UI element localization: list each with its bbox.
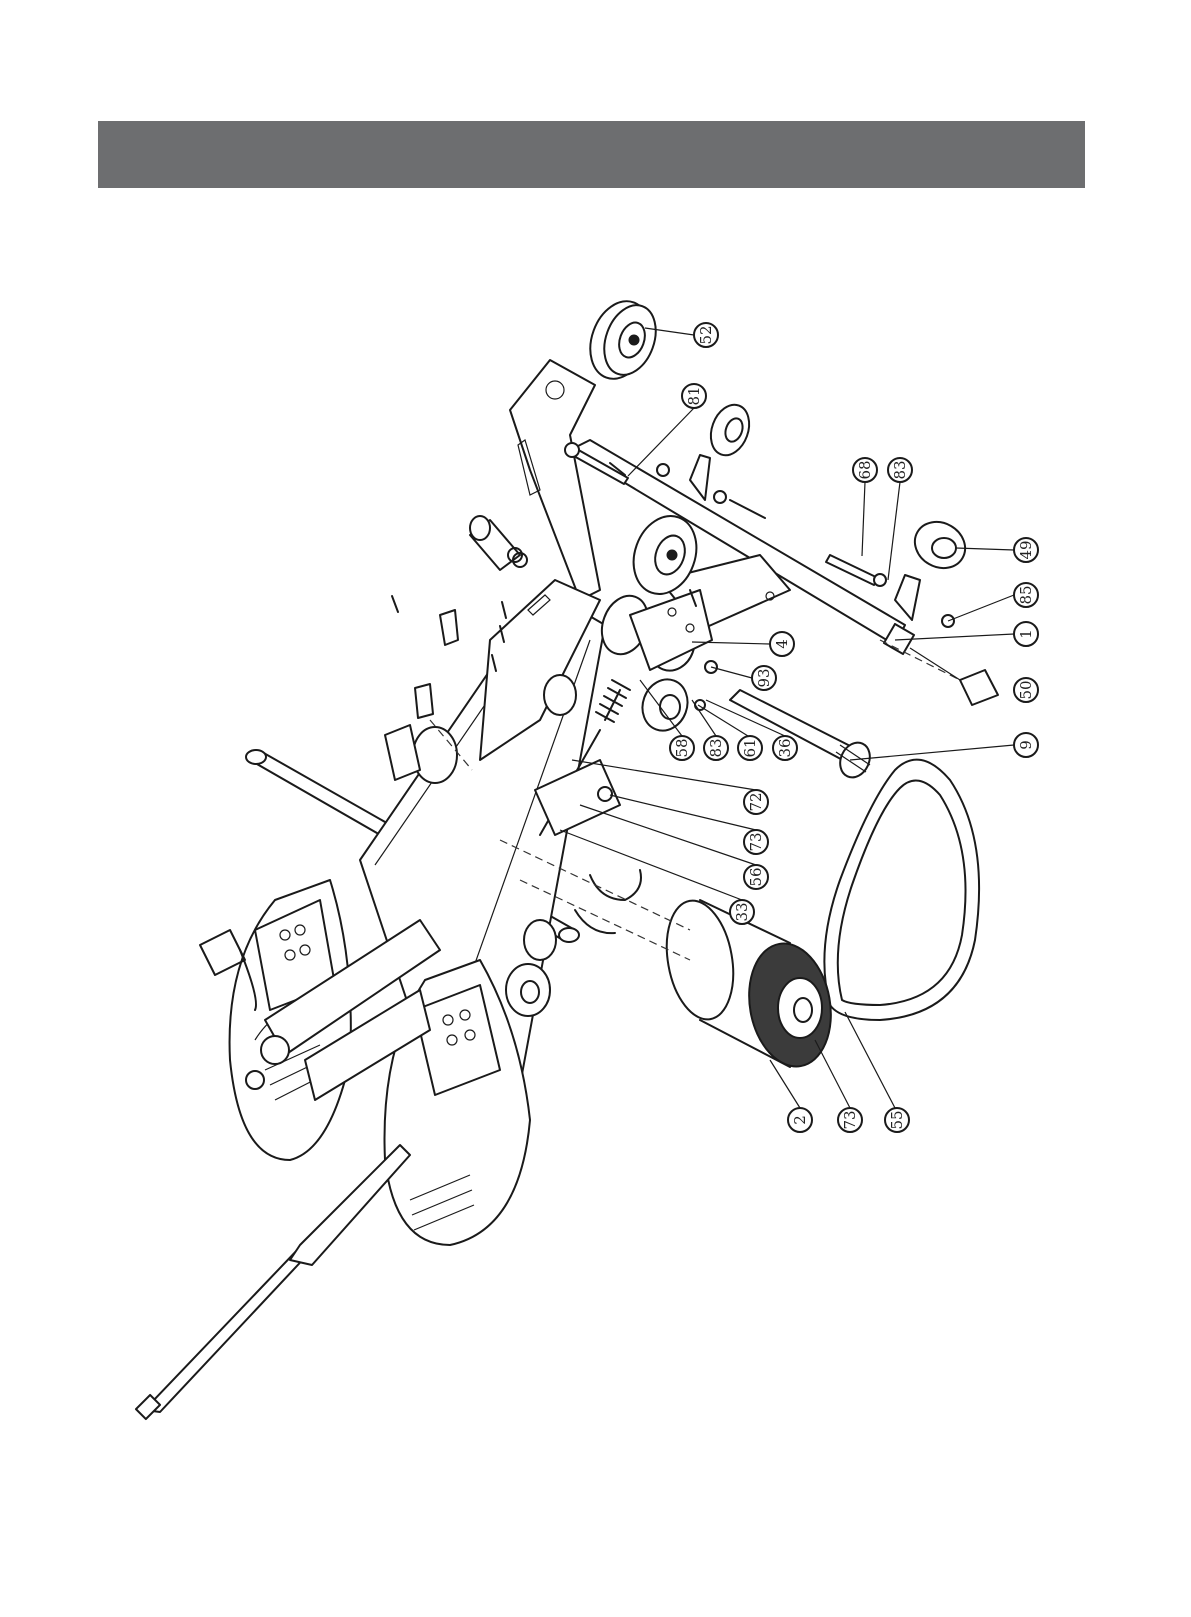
callout-50: 50	[1014, 678, 1038, 702]
callout-33: 33	[730, 900, 754, 924]
callout-73a: 73	[744, 830, 768, 854]
svg-text:81: 81	[685, 386, 703, 405]
svg-text:52: 52	[697, 325, 715, 344]
svg-text:4: 4	[773, 639, 791, 649]
callout-36: 36	[773, 736, 797, 760]
svg-text:2: 2	[791, 1115, 809, 1125]
callout-73b: 73	[838, 1108, 862, 1132]
callout-9: 9	[1014, 733, 1038, 757]
svg-text:36: 36	[776, 738, 794, 757]
pulley-52	[580, 293, 665, 387]
callout-81: 81	[682, 384, 706, 408]
callout-4: 4	[770, 632, 794, 656]
svg-text:73: 73	[841, 1110, 859, 1129]
drive-belt-55	[824, 760, 979, 1020]
svg-text:56: 56	[747, 867, 765, 886]
svg-text:83: 83	[707, 738, 725, 757]
callout-52: 52	[694, 323, 718, 347]
roller-49	[906, 513, 973, 577]
svg-text:72: 72	[747, 792, 765, 811]
roller-upper	[704, 399, 756, 460]
svg-text:85: 85	[1017, 585, 1035, 604]
svg-text:49: 49	[1017, 540, 1035, 559]
bearing-58	[635, 673, 694, 737]
svg-text:33: 33	[733, 902, 751, 921]
callout-58: 58	[670, 736, 694, 760]
svg-text:93: 93	[755, 668, 773, 687]
callout-55: 55	[885, 1108, 909, 1132]
callout-56: 56	[744, 865, 768, 889]
svg-text:61: 61	[741, 738, 759, 757]
svg-text:83: 83	[891, 460, 909, 479]
svg-text:1: 1	[1017, 629, 1035, 639]
callout-61: 61	[738, 736, 762, 760]
callout-2: 2	[788, 1108, 812, 1132]
svg-text:73: 73	[747, 832, 765, 851]
svg-text:58: 58	[673, 738, 691, 757]
callout-85: 85	[1014, 583, 1038, 607]
callout-93: 93	[752, 666, 776, 690]
callout-83a: 83	[888, 458, 912, 482]
svg-text:9: 9	[1017, 740, 1035, 750]
callout-68: 68	[853, 458, 877, 482]
callout-1: 1	[1014, 622, 1038, 646]
svg-text:55: 55	[888, 1110, 906, 1129]
svg-text:50: 50	[1017, 680, 1035, 699]
svg-text:68: 68	[856, 460, 874, 479]
callout-49: 49	[1014, 538, 1038, 562]
callout-72: 72	[744, 790, 768, 814]
callout-83b: 83	[704, 736, 728, 760]
